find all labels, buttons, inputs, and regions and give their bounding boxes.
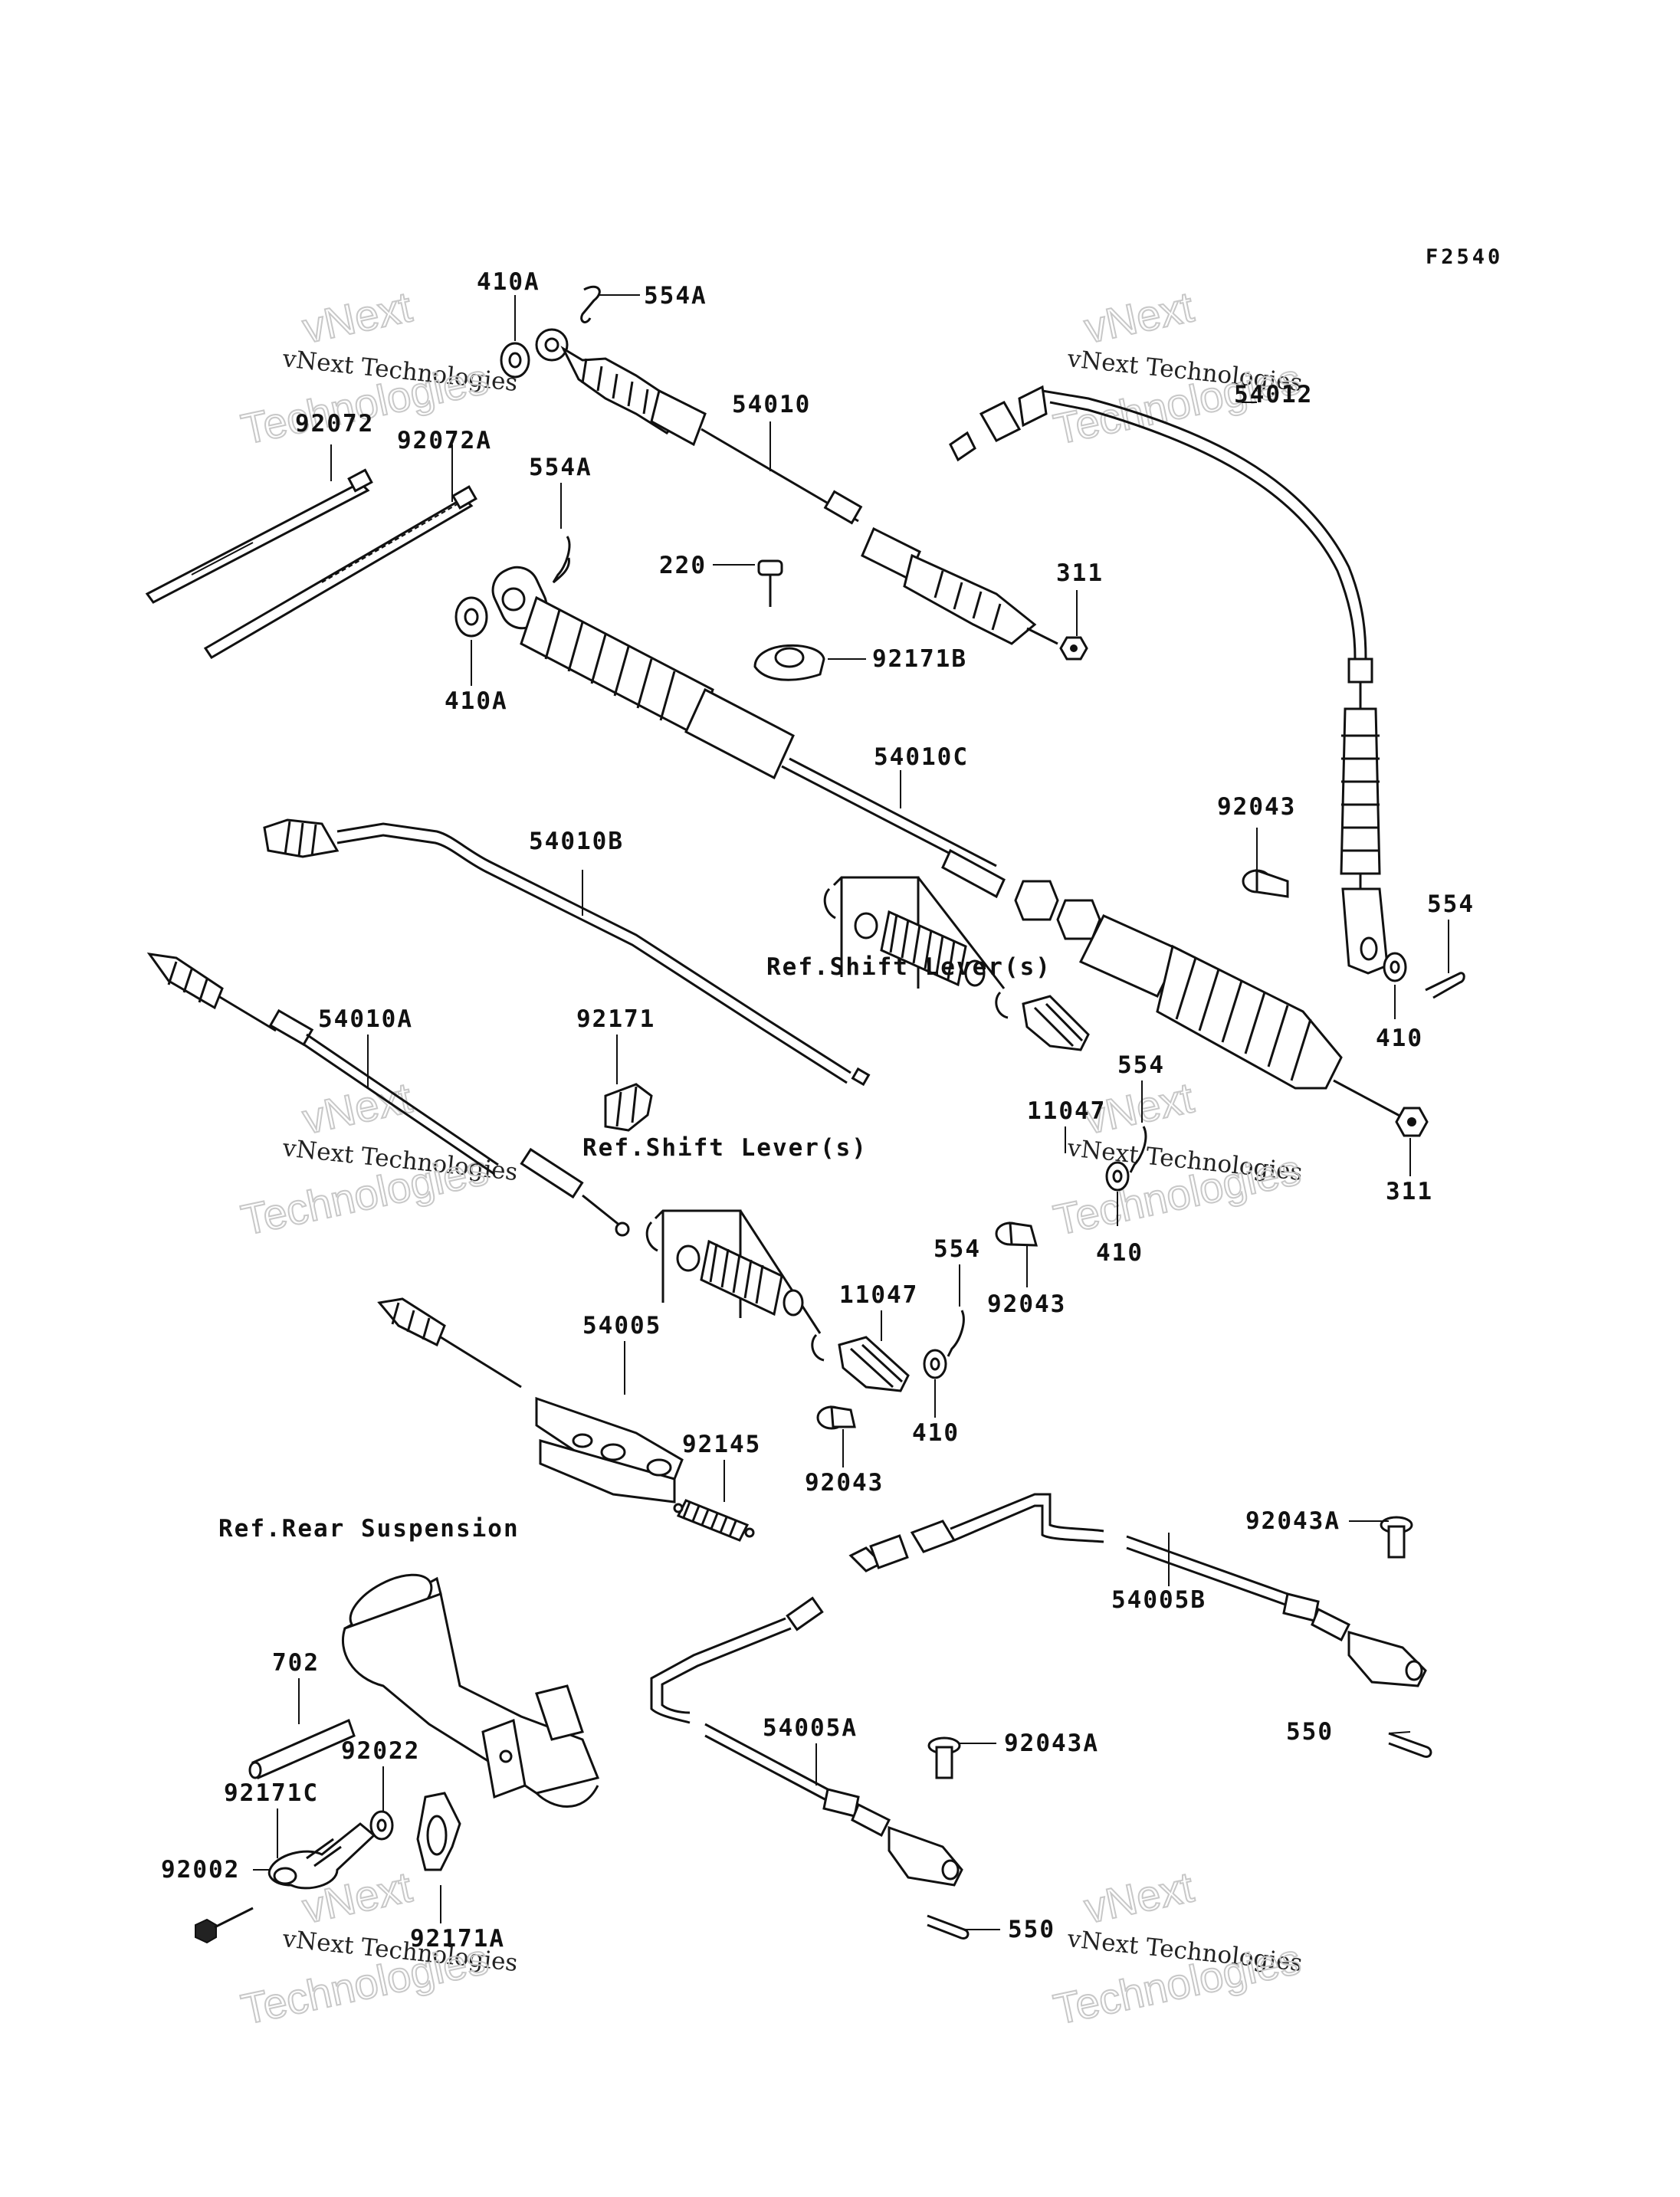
label-92072: 92072 (295, 410, 374, 438)
pin-92043A-lower (927, 1736, 961, 1779)
label-54005A: 54005A (763, 1714, 858, 1742)
ref-shift-lever-lower: Ref.Shift Lever(s) (582, 1134, 868, 1162)
watermark-mid-left: vNext vNext Technologies Technologies (236, 1072, 519, 1244)
label-554-lower: 554 (934, 1235, 981, 1263)
label-11047-lower: 11047 (839, 1281, 918, 1309)
cable-tie-92072A (203, 485, 477, 660)
washer-410-mid (1105, 1161, 1130, 1192)
bracket-92171 (604, 1083, 653, 1132)
label-550-right: 550 (1286, 1718, 1334, 1746)
label-92145: 92145 (682, 1431, 761, 1458)
label-92022: 92022 (341, 1737, 420, 1765)
shift-assembly-upper (823, 876, 1009, 1019)
label-92043A-right: 92043A (1245, 1507, 1340, 1535)
label-410-mid: 410 (1096, 1239, 1144, 1267)
pin-92043A-right (1380, 1516, 1413, 1559)
pin-92043-lower (816, 1405, 856, 1430)
clip-554-mid (1129, 1126, 1147, 1173)
watermark-vnext: vNext (1080, 282, 1198, 352)
cable-54010 (535, 328, 1088, 661)
clamp-92171A (416, 1792, 461, 1871)
washer-410A-mid (454, 596, 488, 638)
label-554A-top: 554A (644, 282, 707, 310)
ref-rear-suspension: Ref.Rear Suspension (218, 1515, 520, 1543)
label-554-mid: 554 (1117, 1051, 1165, 1079)
figure-code: F2540 (1426, 245, 1503, 269)
cable-54010C (491, 566, 1403, 1119)
label-92002: 92002 (161, 1856, 240, 1884)
watermark-vnext: vNext (1080, 1862, 1198, 1932)
label-92043-right: 92043 (1217, 793, 1296, 821)
reference-labels: Ref.Shift Lever(s) Ref.Shift Lever(s) Re… (218, 953, 1052, 1543)
nut-311-bottom (1395, 1107, 1429, 1137)
label-554-right: 554 (1427, 890, 1475, 918)
clamp-92171B (753, 644, 825, 681)
label-54005: 54005 (582, 1312, 661, 1340)
clip-554-right (1425, 972, 1465, 999)
bolt-220 (757, 559, 783, 607)
label-410-right: 410 (1376, 1025, 1423, 1052)
label-92043A-lower: 92043A (1004, 1730, 1099, 1757)
clip-554-lower (947, 1310, 965, 1357)
shift-assembly-lower (645, 1209, 825, 1362)
label-311-bottom: 311 (1386, 1178, 1433, 1205)
label-92043-mid: 92043 (987, 1290, 1066, 1318)
label-550-lower: 550 (1008, 1916, 1055, 1943)
cable-54012 (949, 385, 1389, 975)
clip-554A-mid (552, 536, 571, 584)
ref-shift-lever-upper: Ref.Shift Lever(s) (766, 953, 1052, 981)
washer-410-right (1383, 952, 1407, 982)
label-92043-lower: 92043 (805, 1469, 884, 1497)
label-11047-upper: 11047 (1027, 1097, 1106, 1125)
label-702: 702 (272, 1649, 320, 1677)
part-labels: 410A 554A 54010 54012 92072 92072A 554A … (161, 268, 1475, 1953)
label-410A-top: 410A (477, 268, 540, 296)
cable-54010B (263, 818, 871, 1087)
label-92171B: 92171B (872, 645, 967, 673)
label-410A-mid: 410A (445, 687, 508, 715)
label-92171: 92171 (576, 1005, 655, 1033)
spring-92145 (673, 1499, 755, 1542)
label-92171C: 92171C (224, 1779, 319, 1807)
washer-410A-top (500, 342, 530, 379)
washer-92022 (369, 1810, 394, 1841)
clip-554A-top (580, 285, 601, 323)
pin-92043-mid (995, 1221, 1038, 1247)
pin-550-right (1388, 1732, 1432, 1758)
cable-tie-92072 (145, 468, 373, 604)
bracket-11047-lower (838, 1336, 910, 1392)
label-54010C: 54010C (874, 743, 969, 771)
label-220: 220 (659, 552, 707, 579)
pin-92043-right (1242, 868, 1289, 898)
rear-suspension-ref (341, 1573, 600, 1808)
label-54012: 54012 (1234, 381, 1313, 408)
label-54010A: 54010A (318, 1005, 413, 1033)
watermark-bottom-right: vNext vNext Technologies Technologies (1048, 1861, 1305, 2034)
watermark-vnext: vNext (298, 282, 416, 352)
cable-54010A (146, 953, 630, 1237)
rod-702 (248, 1718, 356, 1780)
bracket-92171C (267, 1822, 376, 1890)
label-410-lower: 410 (912, 1419, 960, 1447)
cable-54005A (650, 1596, 963, 1887)
label-92171A: 92171A (410, 1925, 505, 1953)
pin-550-lower (927, 1914, 970, 1940)
bracket-11047-upper (1022, 995, 1090, 1051)
cable-54005B (848, 1493, 1427, 1687)
label-311-top: 311 (1056, 559, 1104, 587)
cable-54005 (377, 1297, 684, 1503)
leader-lines (253, 294, 1449, 1930)
label-554A-mid: 554A (529, 454, 592, 481)
label-54010B: 54010B (529, 828, 624, 855)
label-54005B: 54005B (1111, 1586, 1206, 1614)
washer-410-lower (923, 1349, 947, 1379)
label-92072A: 92072A (397, 427, 492, 454)
label-54010: 54010 (732, 391, 811, 418)
bolt-92002 (195, 1907, 254, 1944)
